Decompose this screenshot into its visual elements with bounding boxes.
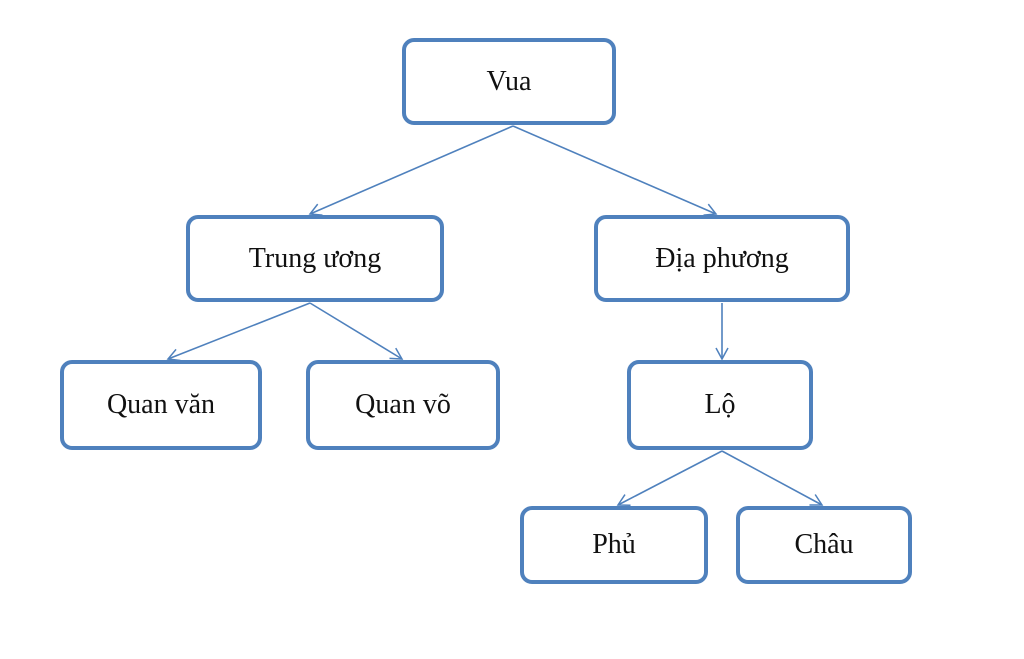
node-label: Lộ	[704, 389, 736, 420]
node-lo: Lộ	[627, 360, 813, 450]
connector-trung_uong-to-quan_van	[166, 302, 311, 362]
node-label: Phủ	[592, 529, 636, 560]
node-label: Trung ương	[248, 242, 382, 274]
node-label: Địa phương	[655, 242, 789, 274]
node-label: Quan võ	[355, 389, 451, 420]
node-label: Châu	[794, 529, 854, 560]
node-quan-vo: Quan võ	[306, 360, 500, 450]
node-trung-uong: Trung ương	[186, 215, 444, 302]
connector-vua-to-trung_uong	[308, 125, 514, 216]
connector-trung_uong-to-quan_vo	[309, 302, 404, 360]
node-vua: Vua	[402, 38, 616, 125]
connector-vua-to-dia_phuong	[512, 125, 718, 216]
node-label: Vua	[486, 65, 532, 97]
node-quan-van: Quan văn	[60, 360, 262, 450]
node-dia-phuong: Địa phương	[594, 215, 850, 302]
connector-lo-to-chau	[721, 450, 824, 506]
node-phu: Phủ	[520, 506, 708, 584]
node-label: Quan văn	[106, 389, 216, 420]
connector-lo-to-phu	[616, 450, 723, 507]
node-chau: Châu	[736, 506, 912, 584]
